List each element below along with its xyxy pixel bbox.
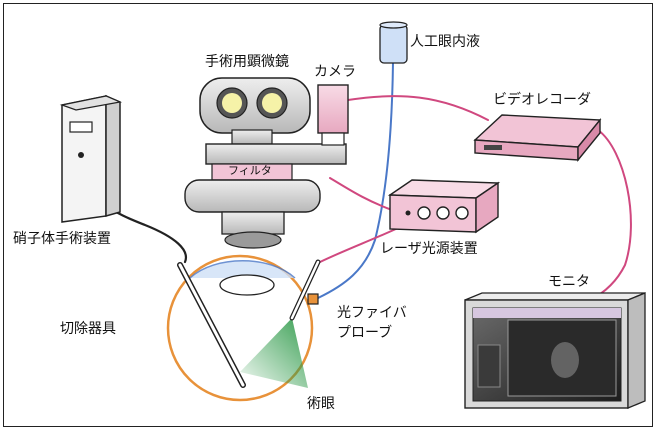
video-recorder-icon [473,114,602,162]
eye-icon [166,254,314,402]
cutter-instrument-icon [177,262,246,388]
microscope-label: 手術用顕微鏡 [205,54,289,70]
camera-icon [317,84,349,146]
infusion-tube [317,61,394,299]
recorder-monitor-cable [589,129,632,301]
camera-recorder-cable [347,95,489,121]
eye-label: 術眼 [307,396,335,412]
fiber-probe-label-line1: 光ファイバ [337,305,407,321]
cutter-label: 切除器具 [60,321,116,337]
filter-laser-cable [329,177,393,211]
microscope-icon [184,77,347,249]
camera-label: カメラ [314,64,356,80]
cables [79,61,632,301]
vitrectomy-device-icon [59,94,123,223]
laser-probe-cable [319,227,399,263]
vitrectomy-device-label: 硝子体手術装置 [13,231,111,247]
fiber-probe-label-line2: プローブ [337,325,393,341]
monitor-label: モニタ [548,274,590,290]
filter-label: フィルタ [228,164,272,177]
fiber-probe-icon [289,259,321,321]
infusion-bottle-icon [379,21,408,64]
infusion-label: 人工眼内液 [410,34,480,50]
monitor-icon [464,292,646,409]
laser-source-label: レーザ光源装置 [380,241,478,257]
laser-source-icon [387,179,501,234]
video-recorder-label: ビデオレコーダ [493,92,591,108]
